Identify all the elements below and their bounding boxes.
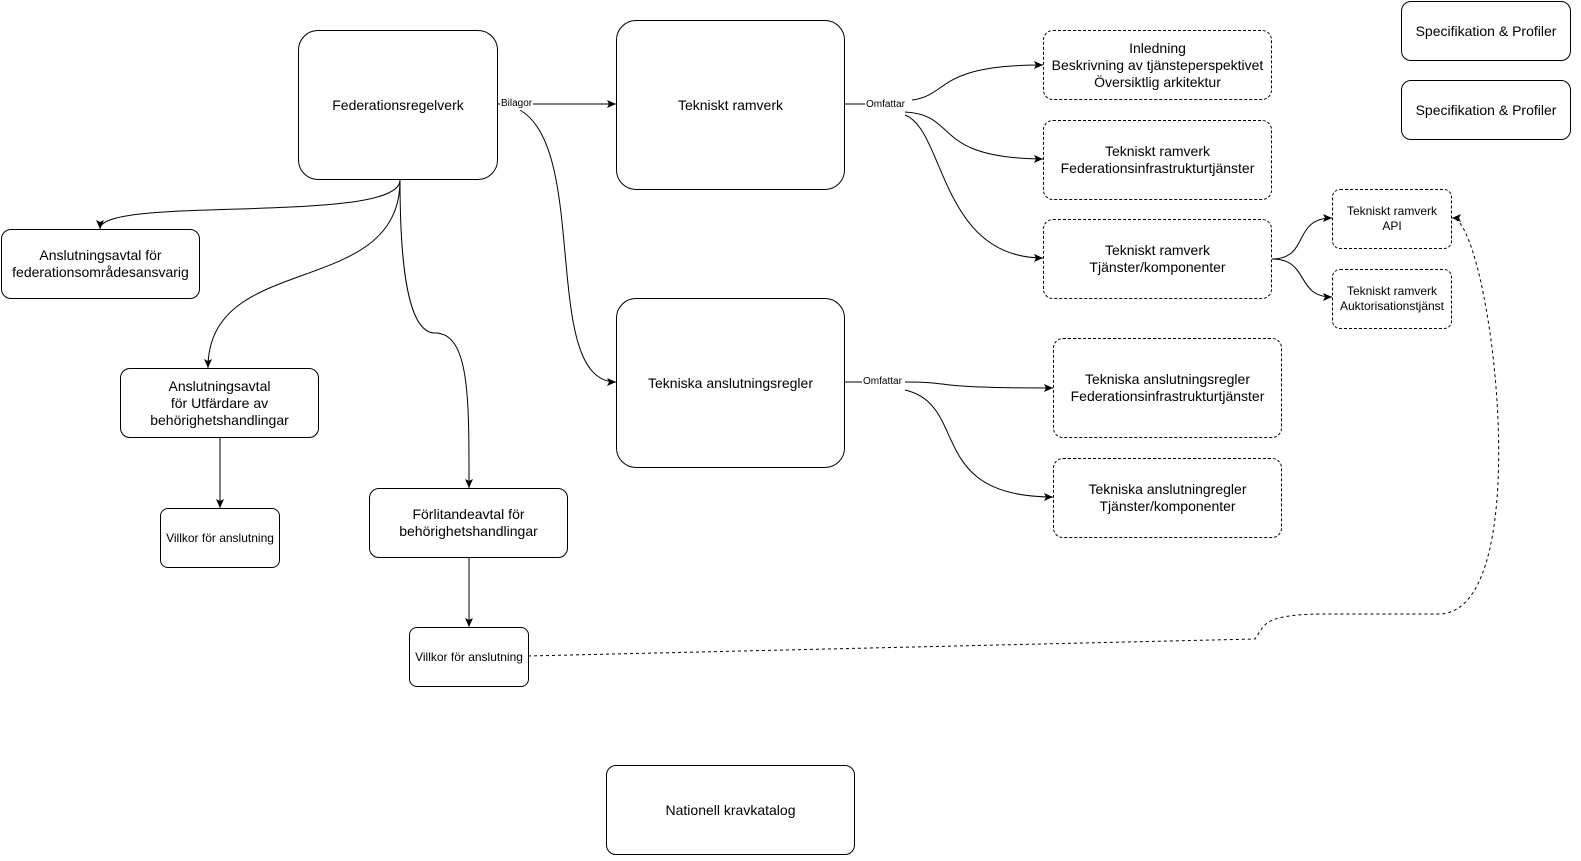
- node-federationsregelverk[interactable]: Federationsregelverk: [298, 30, 498, 180]
- node-label: Tekniskt ramverk API: [1346, 204, 1438, 233]
- node-tr-tjanster[interactable]: Tekniskt ramverk Tjänster/komponenter: [1043, 219, 1272, 299]
- edge-fed-anslutningsavtal-utf: [204, 179, 401, 369]
- node-label: Specifikation & Profiler: [1415, 22, 1557, 39]
- edge-fed-tekniska-anslutningsregler: [519, 109, 617, 386]
- node-label: Tekniskt ramverk: [677, 96, 784, 113]
- node-label: Anslutningsavtal för Utfärdare av behöri…: [150, 377, 289, 428]
- edge-omfattar-tar-fed: [904, 381, 1054, 392]
- node-label: Inledning Beskrivning av tjänsteperspekt…: [1051, 39, 1264, 90]
- node-label: Tekniskt ramverk Federationsinfrastruktu…: [1060, 143, 1255, 176]
- node-anslutningsavtal-fed[interactable]: Anslutningsavtal för federationsområdesa…: [1, 229, 200, 299]
- node-tar-tjanster[interactable]: Tekniska anslutningregler Tjänster/kompo…: [1053, 458, 1282, 538]
- edge-label-omfattar-2: Omfattar: [862, 376, 903, 388]
- node-tr-api[interactable]: Tekniskt ramverk API: [1332, 189, 1452, 249]
- edge-fed-forlitandeavtal: [399, 179, 474, 489]
- node-label: Specifikation & Profiler: [1415, 101, 1557, 118]
- node-anslutningsavtal-utf[interactable]: Anslutningsavtal för Utfärdare av behöri…: [120, 368, 319, 438]
- node-label: Villkor för anslutning: [415, 649, 523, 664]
- edge-tjanster-api: [1271, 214, 1333, 260]
- node-label: Federationsregelverk: [332, 96, 464, 113]
- node-label: Villkor för anslutning: [166, 530, 274, 545]
- edge-label-bilagor: Bilagor: [500, 98, 534, 110]
- node-tekniska-anslutningsregler[interactable]: Tekniska anslutningsregler: [616, 298, 845, 468]
- node-label: Tekniskt ramverk Auktorisationstjänst: [1339, 284, 1445, 313]
- node-tr-federationsinfrastruktur[interactable]: Tekniskt ramverk Federationsinfrastruktu…: [1043, 120, 1272, 200]
- node-label: Förlitandeavtal för behörighetshandlinga…: [399, 506, 538, 539]
- node-label: Nationell kravkatalog: [665, 801, 796, 818]
- node-specifikation-profiler-1[interactable]: Specifikation & Profiler: [1401, 1, 1571, 61]
- node-specifikation-profiler-2[interactable]: Specifikation & Profiler: [1401, 80, 1571, 140]
- node-tekniskt-ramverk[interactable]: Tekniskt ramverk: [616, 20, 845, 190]
- node-label: Tekniska anslutningsregler Federationsin…: [1070, 371, 1265, 404]
- edge-villkor-api-dashed: [527, 214, 1500, 657]
- node-inledning[interactable]: Inledning Beskrivning av tjänsteperspekt…: [1043, 30, 1272, 100]
- edge-label-omfattar-1: Omfattar: [865, 99, 906, 111]
- node-label: Tekniska anslutningregler Tjänster/kompo…: [1088, 481, 1247, 514]
- node-villkor-anslutning-2[interactable]: Villkor för anslutning: [409, 627, 529, 687]
- edge-omfattar-tar-tjanster: [904, 389, 1054, 501]
- edge-omfattar-tr-fed: [904, 111, 1044, 163]
- node-nationell-kravkatalog[interactable]: Nationell kravkatalog: [606, 765, 855, 855]
- node-forlitandeavtal[interactable]: Förlitandeavtal för behörighetshandlinga…: [369, 488, 568, 558]
- edge-fed-anslutningsavtal-fed: [96, 179, 401, 230]
- node-tr-auktorisation[interactable]: Tekniskt ramverk Auktorisationstjänst: [1332, 269, 1452, 329]
- node-label: Anslutningsavtal för federationsområdesa…: [12, 247, 189, 280]
- node-villkor-anslutning-1[interactable]: Villkor för anslutning: [160, 508, 280, 568]
- node-label: Tekniska anslutningsregler: [648, 374, 813, 391]
- edge-omfattar-inledning: [911, 61, 1044, 101]
- edge-tjanster-auktorisation: [1271, 258, 1333, 301]
- node-label: Tekniskt ramverk Tjänster/komponenter: [1089, 242, 1226, 275]
- edge-omfattar-tr-tjanster: [904, 114, 1044, 262]
- node-tar-federationsinfrastruktur[interactable]: Tekniska anslutningsregler Federationsin…: [1053, 338, 1282, 438]
